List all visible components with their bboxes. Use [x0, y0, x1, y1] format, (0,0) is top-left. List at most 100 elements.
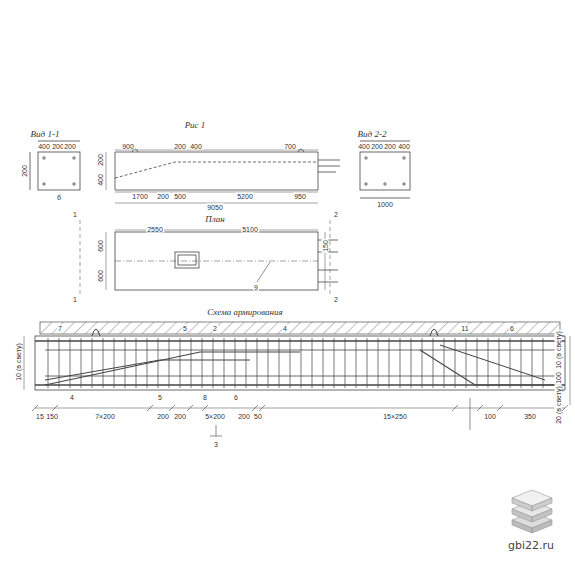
dimension: 900 — [121, 143, 135, 150]
stirrup — [510, 338, 511, 388]
dimension: 100 — [555, 371, 562, 385]
dimension: 150 — [45, 413, 59, 420]
callout-number: 6 — [233, 394, 239, 401]
stirrup — [444, 338, 445, 388]
stirrup — [213, 338, 214, 388]
section-outline — [38, 152, 80, 190]
stirrup — [543, 338, 544, 388]
callout-number: 6 — [509, 325, 515, 332]
stirrup — [389, 338, 390, 388]
callout-number: 11 — [460, 325, 469, 332]
dimension: 400 — [37, 143, 51, 150]
beam-elevation — [115, 152, 318, 190]
view-title: Вид 2-2 — [357, 130, 388, 139]
callout-number: 4 — [282, 325, 288, 332]
stirrup — [81, 338, 82, 388]
callout-number: 8 — [202, 394, 208, 401]
stirrup — [169, 338, 170, 388]
callout-number: 4 — [69, 394, 75, 401]
dimension: 5100 — [241, 226, 259, 233]
stirrup — [378, 338, 379, 388]
dimension: 20 (в свету) — [555, 385, 562, 425]
section-outline — [360, 152, 410, 190]
section-mark: 2 — [333, 211, 339, 218]
stirrup — [477, 338, 478, 388]
dimension: 700 — [283, 143, 297, 150]
stirrup — [235, 338, 236, 388]
stirrup — [257, 338, 258, 388]
stirrup — [356, 338, 357, 388]
beam-plan — [115, 232, 318, 290]
bent-bar — [45, 360, 250, 380]
dimension: 400 — [357, 143, 371, 150]
bent-bar — [45, 352, 300, 385]
stirrup — [268, 338, 269, 388]
logo-icon — [512, 490, 552, 533]
dimension: 1700 — [131, 193, 149, 200]
dimension: 200 — [237, 413, 251, 420]
view-title: План — [204, 215, 226, 224]
callout-number: 2 — [212, 325, 218, 332]
stirrup — [279, 338, 280, 388]
dimension: 200 — [383, 143, 397, 150]
stirrup — [521, 338, 522, 388]
stirrup — [411, 338, 412, 388]
dimension: 200 — [97, 153, 104, 167]
dimension: 5200 — [236, 193, 254, 200]
dimension: 200 — [156, 193, 170, 200]
view-title: Рис 1 — [184, 121, 207, 130]
dimension: 5×200 — [204, 413, 226, 420]
dimension: 200 — [156, 413, 170, 420]
dimension: 400 — [189, 143, 203, 150]
stirrup — [158, 338, 159, 388]
stirrup — [488, 338, 489, 388]
stirrup — [301, 338, 302, 388]
stirrup — [433, 338, 434, 388]
stirrup — [70, 338, 71, 388]
dimension: 500 — [173, 193, 187, 200]
dimension: 200 — [21, 164, 28, 178]
view-title: Вид 1-1 — [30, 130, 61, 139]
watermark: gbi22.ru — [507, 540, 555, 551]
dimension: 200 — [370, 143, 384, 150]
stirrup — [114, 338, 115, 388]
dimension: 200 — [173, 143, 187, 150]
stirrup — [532, 338, 533, 388]
dimension: 600 — [97, 239, 104, 253]
stirrup — [191, 338, 192, 388]
section-mark: 1 — [72, 211, 78, 218]
stirrup — [202, 338, 203, 388]
dimension: 7×200 — [94, 413, 116, 420]
dimension: 400 — [97, 173, 104, 187]
stirrup — [345, 338, 346, 388]
stirrup — [290, 338, 291, 388]
bent-bar — [420, 350, 560, 385]
dimension: 50 — [253, 413, 263, 420]
dimension: 2550 — [146, 226, 164, 233]
stirrup — [466, 338, 467, 388]
section-mark: б — [56, 194, 62, 201]
stirrup — [125, 338, 126, 388]
stirrup — [367, 338, 368, 388]
hatched-band — [40, 322, 560, 334]
cage-outline — [35, 336, 565, 390]
callout-number: 5 — [157, 394, 163, 401]
section-mark: 1 — [72, 296, 78, 303]
stirrup — [136, 338, 137, 388]
stirrup — [224, 338, 225, 388]
stirrup — [180, 338, 181, 388]
stirrup — [246, 338, 247, 388]
dimension: 600 — [97, 269, 104, 283]
dimension: 10 (в свету) — [555, 330, 562, 370]
section-mark: 3 — [213, 441, 219, 448]
stirrup — [59, 338, 60, 388]
stirrup — [92, 338, 93, 388]
section-mark: 2 — [333, 296, 339, 303]
dimension: 150 — [322, 239, 329, 253]
stirrup — [147, 338, 148, 388]
dimension: 100 — [483, 413, 497, 420]
stirrup — [422, 338, 423, 388]
stirrup — [400, 338, 401, 388]
dimension: 400 — [397, 143, 411, 150]
dimension: 15 — [35, 413, 45, 420]
